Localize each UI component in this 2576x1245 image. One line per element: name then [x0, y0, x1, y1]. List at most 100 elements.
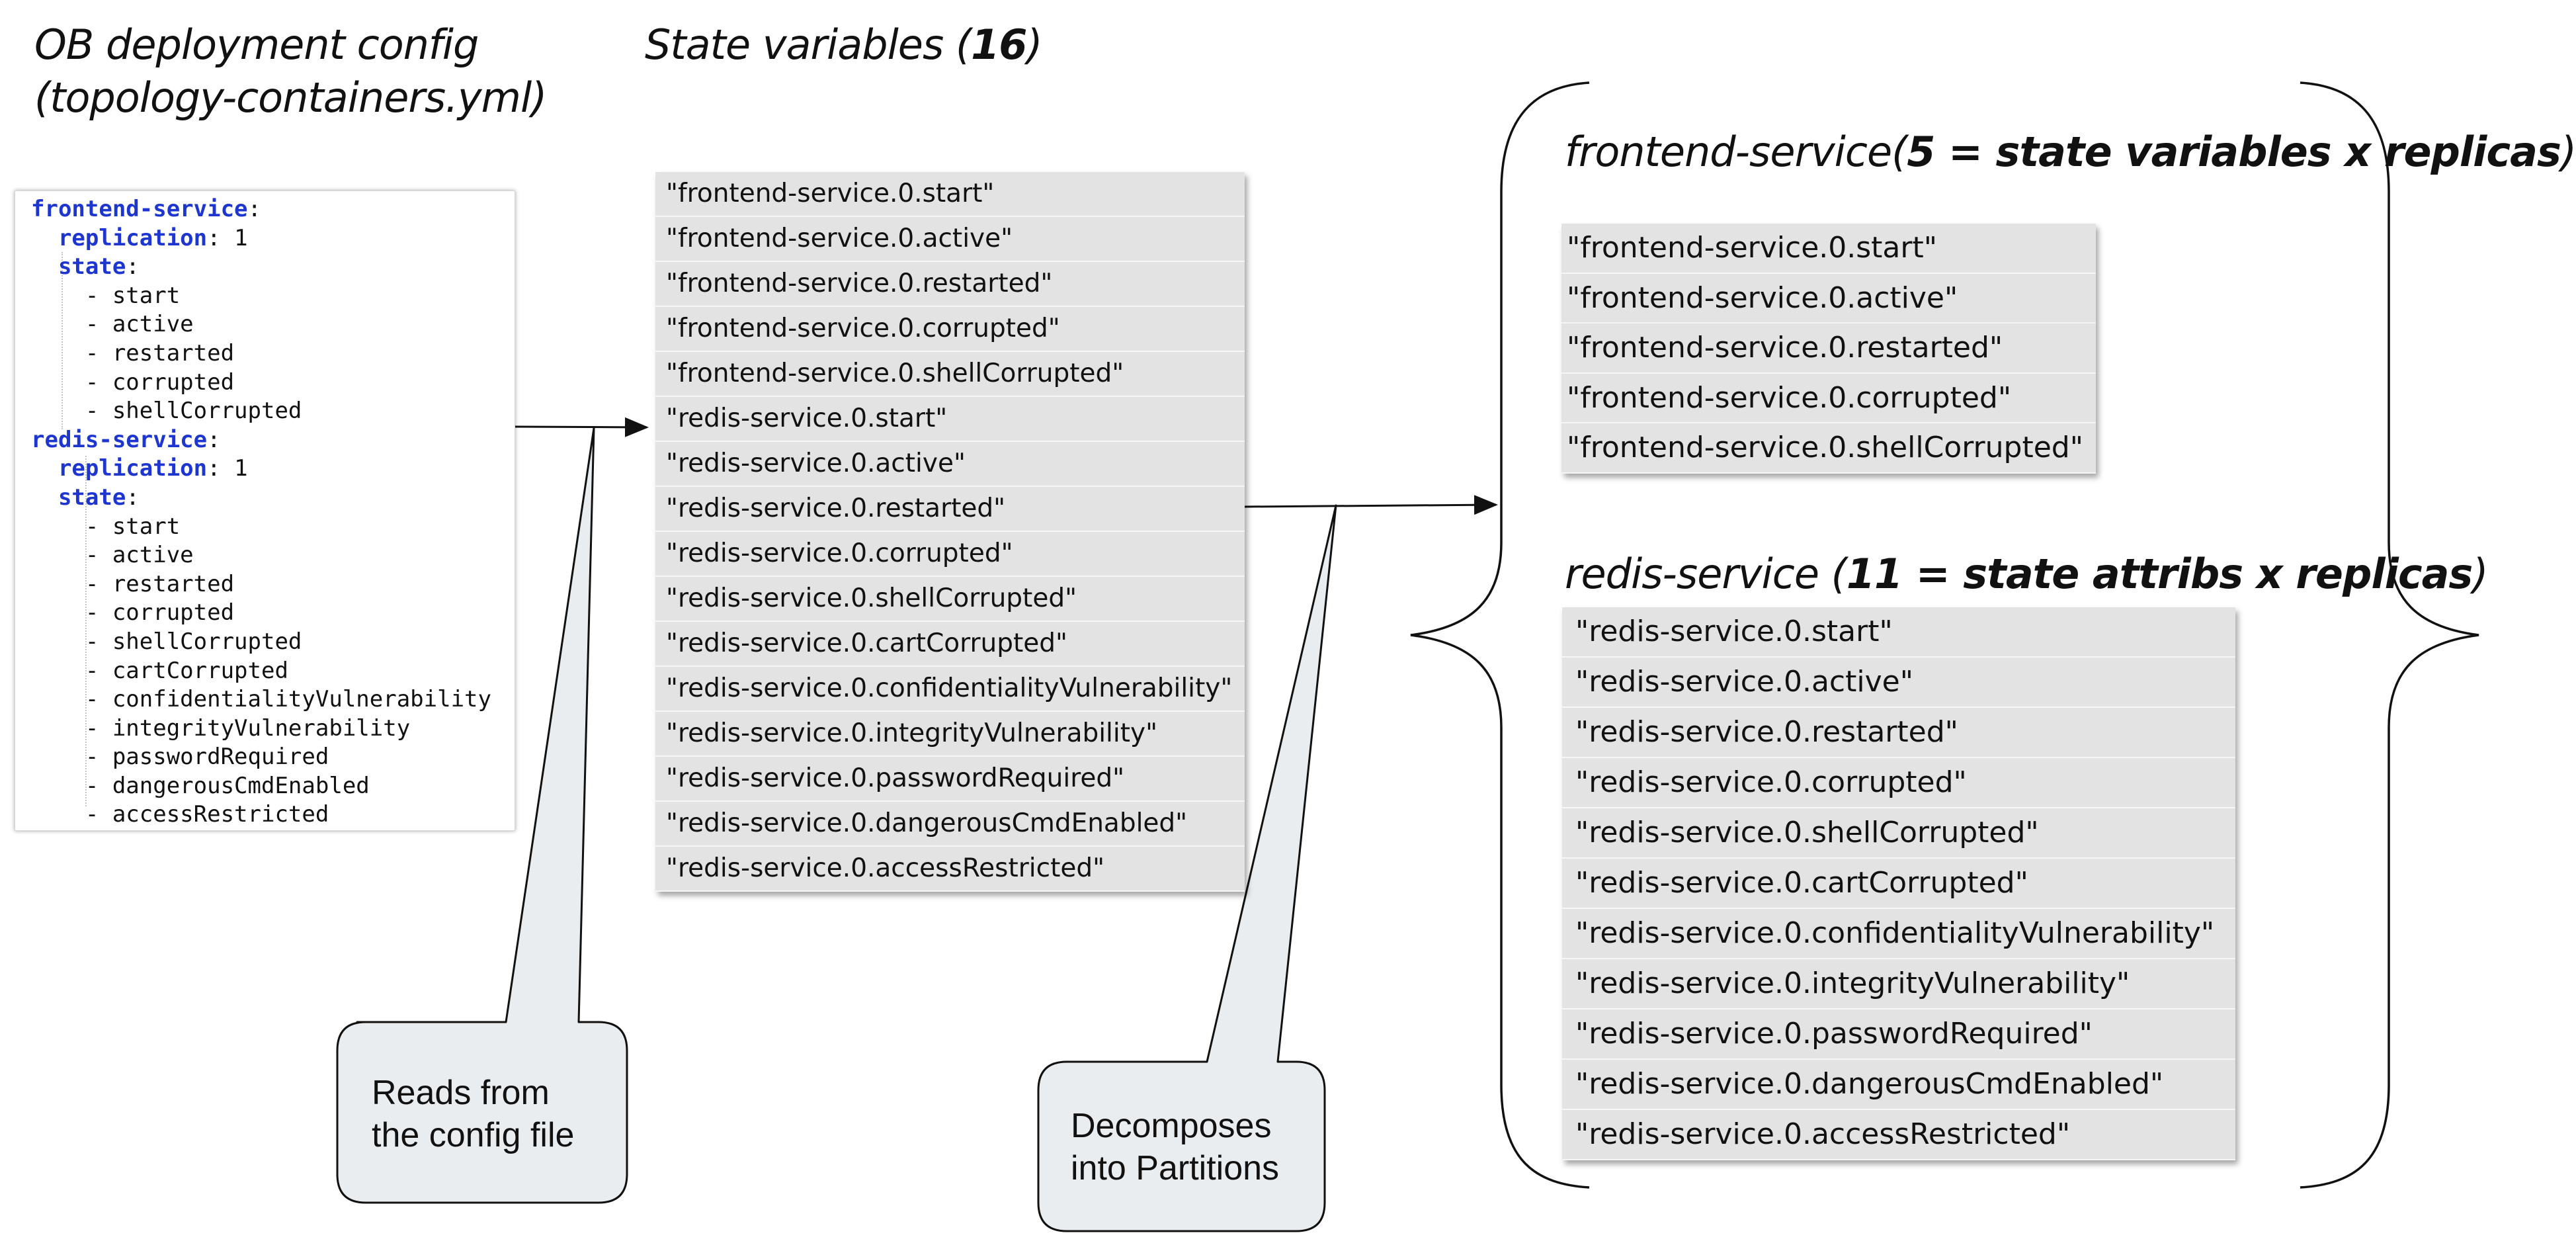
yaml-line: - corrupted [31, 599, 491, 628]
yaml-value: - passwordRequired [85, 744, 329, 771]
yaml-value: - shellCorrupted [85, 628, 302, 655]
yaml-indent [31, 658, 85, 684]
state-variables-list: "frontend-service.0.start" "frontend-serv… [655, 172, 1245, 892]
callout-decomposes-bubble [1037, 504, 1337, 1232]
yaml-value: - shellCorrupted [85, 398, 302, 425]
yaml-value: : 1 [207, 224, 248, 251]
yaml-value: - corrupted [85, 599, 235, 626]
yaml-config-panel: frontend-service: replication: 1 state: … [15, 191, 515, 831]
yaml-line: - active [31, 541, 491, 570]
yaml-indent [31, 340, 85, 366]
left-brace [1410, 81, 1590, 1189]
yaml-value: - confidentialityVulnerability [85, 686, 491, 713]
yaml-indent [31, 455, 58, 482]
yaml-value: : 1 [207, 455, 248, 482]
state-variable-item: "redis-service.0.integrityVulnerability" [655, 712, 1245, 757]
yaml-line: redis-service: [31, 426, 491, 455]
redis-partition-item: "redis-service.0.accessRestricted" [1562, 1110, 2235, 1160]
callout-reads-line2: the config file [372, 1116, 575, 1154]
right-brace [2300, 81, 2479, 1189]
yaml-line: state: [31, 253, 491, 282]
state-variable-item: "frontend-service.0.shellCorrupted" [655, 352, 1245, 397]
callout-reads-line1: Reads from [372, 1074, 550, 1112]
diagram-graphics [336, 81, 2479, 1232]
yaml-value: : [247, 196, 261, 222]
yaml-value: : [207, 426, 221, 453]
state-variable-item: "redis-service.0.corrupted" [655, 532, 1245, 577]
yaml-line: - start [31, 282, 491, 311]
yaml-key: state [58, 253, 126, 280]
yaml-indent [31, 542, 85, 568]
state-variable-item: "redis-service.0.dangerousCmdEnabled" [655, 802, 1245, 847]
arrow-variables-to-partitions [1244, 495, 1498, 515]
frontend-partition-item: "frontend-service.0.shellCorrupted" [1561, 423, 2096, 474]
state-variables-title-prefix: State variables ( [645, 21, 972, 69]
yaml-value: : [126, 484, 140, 511]
yaml-key: replication [58, 455, 208, 482]
yaml-indent [31, 628, 85, 655]
yaml-line: - accessRestricted [31, 800, 491, 830]
yaml-value: - restarted [85, 339, 235, 366]
redis-partition-item: "redis-service.0.passwordRequired" [1562, 1009, 2235, 1060]
yaml-indent [31, 398, 85, 424]
redis-partition-item: "redis-service.0.restarted" [1562, 708, 2235, 758]
yaml-line: state: [31, 484, 491, 513]
yaml-indent [31, 253, 58, 280]
redis-partition-list: "redis-service.0.start""redis-service.0.… [1562, 607, 2235, 1160]
yaml-value: - cartCorrupted [85, 657, 288, 684]
callout-reads-bubble [336, 427, 628, 1204]
frontend-partition-item: "frontend-service.0.start" [1561, 224, 2096, 274]
redis-partition-item: "redis-service.0.active" [1562, 658, 2235, 708]
redis-title-suffix: ) [2472, 550, 2488, 598]
state-variable-item: "redis-service.0.shellCorrupted" [655, 577, 1245, 622]
yaml-line: - cartCorrupted [31, 657, 491, 686]
redis-partition-item: "redis-service.0.cartCorrupted" [1562, 859, 2235, 909]
frontend-partition-item: "frontend-service.0.restarted" [1561, 323, 2096, 374]
redis-partition-item: "redis-service.0.corrupted" [1562, 758, 2235, 808]
yaml-line: - dangerousCmdEnabled [31, 772, 491, 801]
callout-decomposes-text: Decomposes into Partitions [1071, 1105, 1279, 1189]
yaml-code: frontend-service: replication: 1 state: … [31, 195, 491, 830]
yaml-line: - shellCorrupted [31, 628, 491, 657]
yaml-value: - active [85, 542, 194, 569]
yaml-key: redis-service [31, 426, 208, 453]
state-variable-item: "redis-service.0.restarted" [655, 487, 1245, 532]
state-variable-item: "redis-service.0.passwordRequired" [655, 757, 1245, 802]
yaml-indent [31, 773, 85, 799]
redis-title-prefix: redis-service ( [1565, 550, 1847, 598]
state-variable-item: "frontend-service.0.restarted" [655, 262, 1245, 307]
state-variable-item: "frontend-service.0.start" [655, 172, 1245, 217]
state-variable-item: "redis-service.0.active" [655, 442, 1245, 487]
yaml-key: state [58, 484, 126, 511]
yaml-value: - corrupted [85, 368, 235, 396]
redis-partition-item: "redis-service.0.dangerousCmdEnabled" [1562, 1060, 2235, 1110]
yaml-line: frontend-service: [31, 195, 491, 224]
yaml-value: - accessRestricted [85, 801, 329, 828]
frontend-partition-item: "frontend-service.0.corrupted" [1561, 374, 2096, 423]
yaml-line: - restarted [31, 570, 491, 599]
yaml-line: - confidentialityVulnerability [31, 685, 491, 714]
yaml-key: frontend-service [31, 196, 248, 222]
frontend-partition-item: "frontend-service.0.active" [1561, 274, 2096, 323]
yaml-value: - restarted [85, 570, 235, 597]
yaml-indent [31, 599, 85, 626]
yaml-line: - restarted [31, 339, 491, 368]
callout-reads-text: Reads from the config file [372, 1072, 574, 1156]
yaml-indent [31, 571, 85, 597]
yaml-line: - start [31, 513, 491, 542]
yaml-key: replication [58, 224, 208, 251]
frontend-title-suffix: ) [2560, 128, 2576, 176]
yaml-value: - start [85, 282, 181, 309]
redis-partition-title: redis-service (11 = state attribs x repl… [1565, 548, 2489, 601]
callout-decomposes-line2: into Partitions [1071, 1149, 1280, 1187]
redis-partition-item: "redis-service.0.shellCorrupted" [1562, 808, 2235, 859]
yaml-indent [31, 801, 85, 828]
indent-guide [62, 252, 63, 429]
state-variables-title-suffix: ) [1026, 21, 1042, 69]
yaml-value: - active [85, 311, 194, 338]
state-variable-item: "redis-service.0.cartCorrupted" [655, 622, 1245, 667]
yaml-indent [31, 225, 58, 251]
yaml-value: - start [85, 513, 181, 540]
yaml-line: replication: 1 [31, 454, 491, 484]
config-title-line1: OB deployment config [34, 21, 479, 69]
